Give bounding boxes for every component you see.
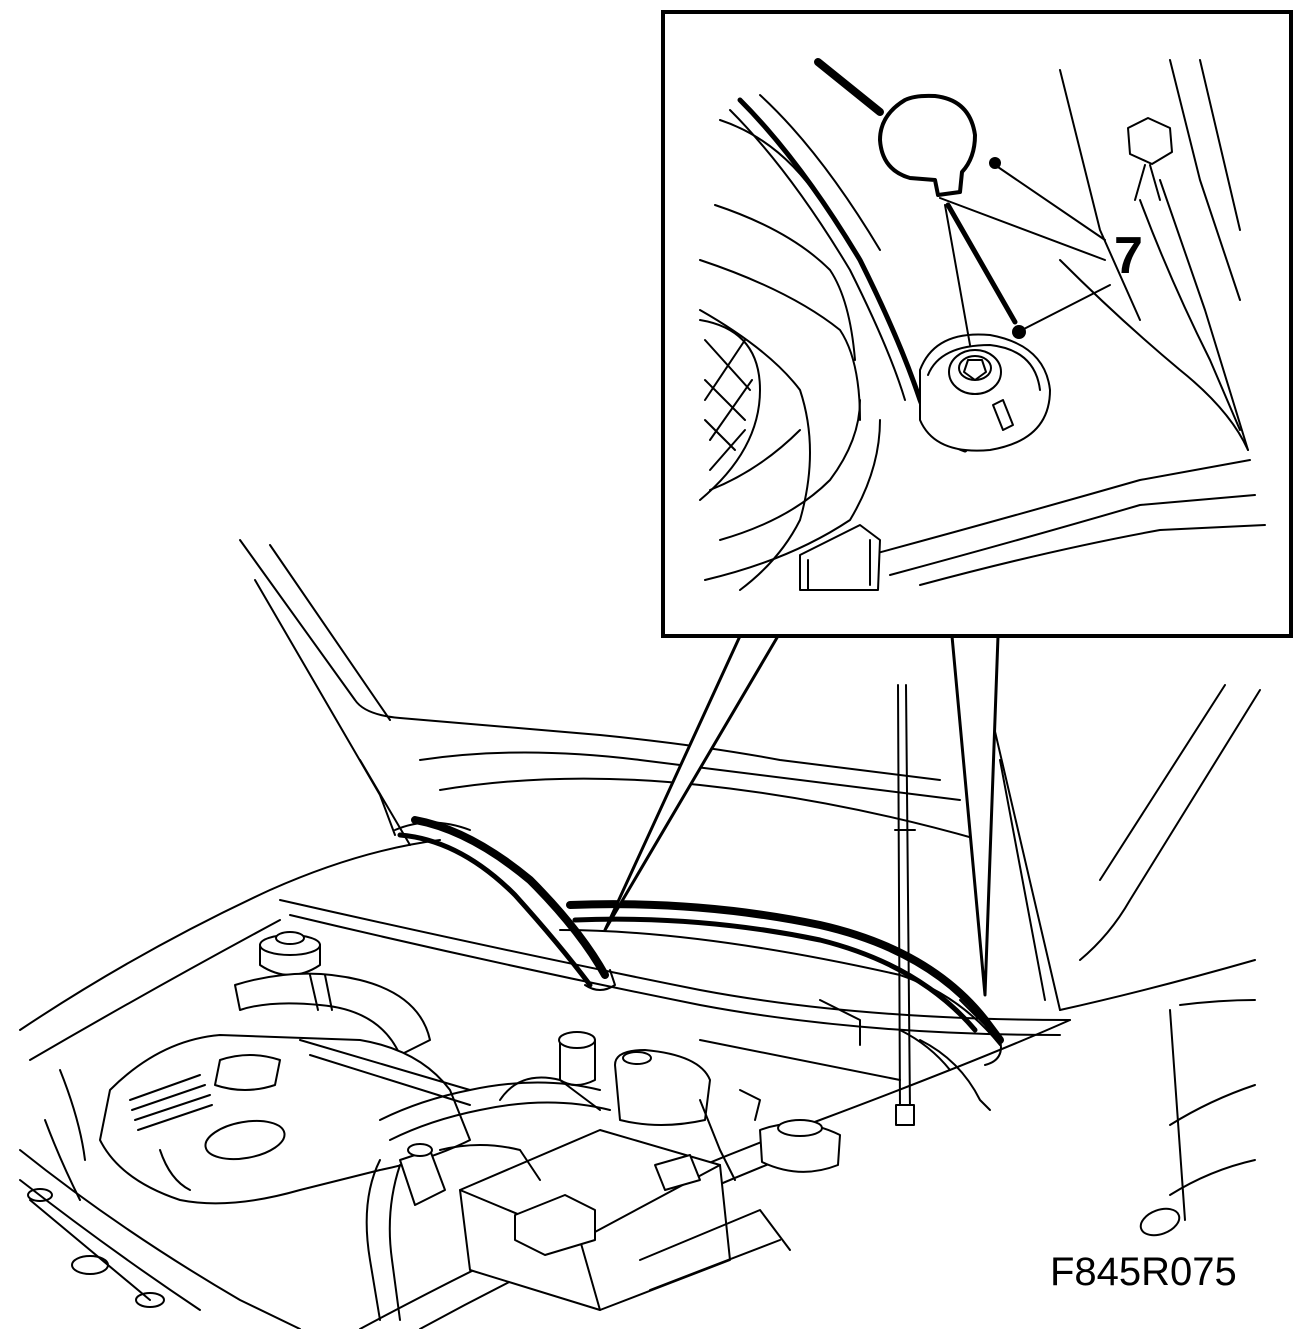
battery-box	[459, 1129, 791, 1311]
inset-leader-left	[603, 634, 780, 932]
washer-hose	[394, 816, 616, 991]
reservoir-caps	[558, 1031, 841, 1181]
figure-code: F845R075	[1050, 1250, 1237, 1294]
clip-mount	[919, 333, 1051, 452]
hood-strut	[894, 684, 916, 1126]
callout-leaders	[939, 157, 1111, 346]
hood	[239, 539, 1261, 961]
bolt	[1127, 117, 1173, 201]
wiring-harness	[27, 1069, 611, 1321]
engine-cover	[99, 1034, 471, 1205]
wiper-channel	[559, 900, 1004, 1046]
engine-bay-view	[19, 539, 1261, 1329]
inset-contents: 7	[699, 58, 1266, 591]
leader-dot	[1012, 325, 1026, 339]
hose-part	[814, 58, 977, 197]
firewall-details	[699, 999, 1002, 1111]
inset-leader-right	[950, 634, 1000, 997]
detail-inset: 7	[603, 10, 1293, 997]
leader-dot	[989, 157, 1001, 169]
callout-label: 7	[1114, 227, 1143, 285]
inset-frame	[661, 10, 1293, 638]
coolant-reservoir	[234, 931, 431, 1056]
vent-grille	[699, 319, 761, 501]
cowl-panel	[989, 709, 1256, 1237]
